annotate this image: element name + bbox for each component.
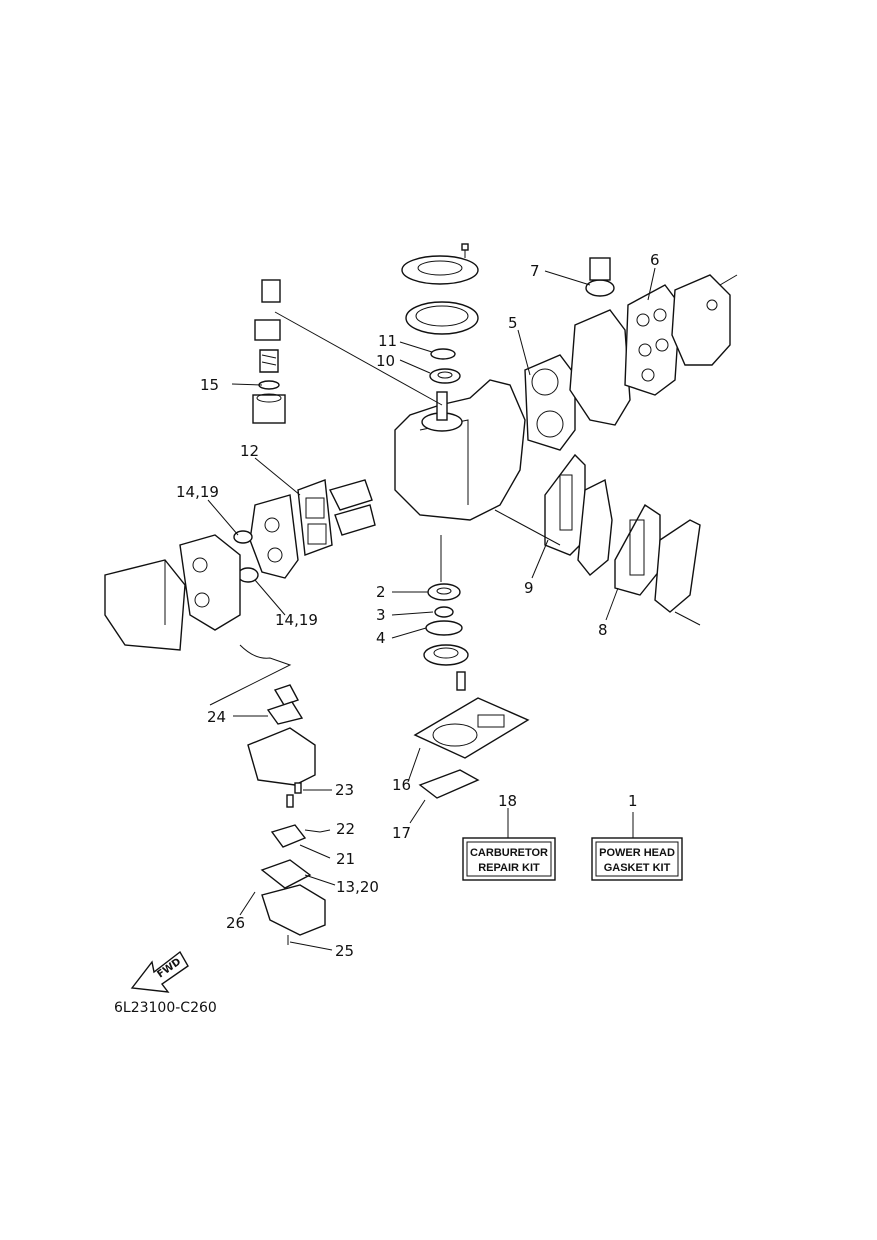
float-21-pin-22 (270, 824, 321, 848)
callout-5: 5 (508, 314, 518, 332)
callout-1: 1 (628, 792, 638, 810)
fuel-pump-assembly-15 (252, 279, 286, 424)
callout-3: 3 (376, 606, 386, 624)
callout-15: 15 (200, 376, 219, 394)
o-ring-14-19-upper (233, 530, 253, 544)
callout-4: 4 (376, 629, 386, 647)
reed-valve-assembly (328, 479, 376, 536)
carb-cover-gasket-24 (266, 684, 304, 725)
callout-25: 25 (335, 942, 354, 960)
carburetor-kit-line2: REPAIR KIT (478, 862, 540, 874)
head-cover-gasket-6 (624, 284, 681, 396)
callout-23: 23 (335, 781, 354, 799)
powerhead-kit-line2: GASKET KIT (604, 862, 671, 874)
exhaust-outer-cover (654, 519, 701, 626)
gasket-7-thermostat (585, 257, 615, 297)
lower-seal-housing (423, 644, 469, 691)
upper-oil-seal-housing (401, 243, 479, 335)
cylinder-block (394, 379, 526, 521)
callout-leaders (207, 267, 656, 951)
o-ring-4 (425, 620, 463, 636)
silencer-box (104, 559, 186, 651)
callout-13-20: 13,20 (336, 878, 379, 896)
fwd-arrow-icon: FWD (130, 950, 189, 993)
gasket-17 (418, 769, 480, 799)
callout-26: 26 (226, 914, 245, 932)
float-chamber-gasket-13-20 (260, 859, 312, 889)
callout-12: 12 (240, 442, 259, 460)
carb-body (247, 727, 316, 786)
callout-21: 21 (336, 850, 355, 868)
gasket-16 (413, 697, 530, 759)
o-ring-11 (430, 348, 456, 360)
oil-seal-2 (427, 583, 461, 601)
carburetor-kit-line1: CARBURETOR (470, 847, 548, 859)
callout-2: 2 (376, 583, 386, 601)
oil-seal-3 (434, 606, 454, 618)
callout-24: 24 (207, 708, 226, 726)
intake-gasket-12 (297, 479, 333, 556)
callout-10: 10 (376, 352, 395, 370)
callout-8: 8 (598, 621, 608, 639)
callout-11: 11 (378, 332, 397, 350)
cylinder-head-gasket-5 (524, 354, 576, 451)
carburetor-repair-kit-box: CARBURETOR REPAIR KIT (462, 837, 556, 881)
float-chamber (261, 884, 326, 945)
callout-17: 17 (392, 824, 411, 842)
cylinder-head (569, 309, 631, 426)
callout-22: 22 (336, 820, 355, 838)
callout-18: 18 (498, 792, 517, 810)
power-head-gasket-kit-box: POWER HEAD GASKET KIT (591, 837, 683, 881)
callout-14-19-bottom: 14,19 (275, 611, 318, 629)
callout-16: 16 (392, 776, 411, 794)
intake-manifold (249, 494, 299, 579)
head-cover (671, 274, 738, 366)
oil-seal-10 (429, 368, 461, 384)
o-ring-14-19-lower (237, 567, 259, 583)
exhaust-gasket-8 (614, 503, 661, 596)
main-jet-23 (286, 782, 302, 808)
powerhead-kit-line1: POWER HEAD (599, 847, 675, 859)
callout-7: 7 (530, 262, 540, 280)
diagram-code: 6L23100-C260 (114, 1000, 217, 1016)
carburetor-body (179, 534, 241, 631)
callout-14-19-top: 14,19 (176, 483, 219, 501)
exhaust-inner-cover (577, 478, 613, 576)
callout-9: 9 (524, 579, 534, 597)
callout-6: 6 (650, 251, 660, 269)
